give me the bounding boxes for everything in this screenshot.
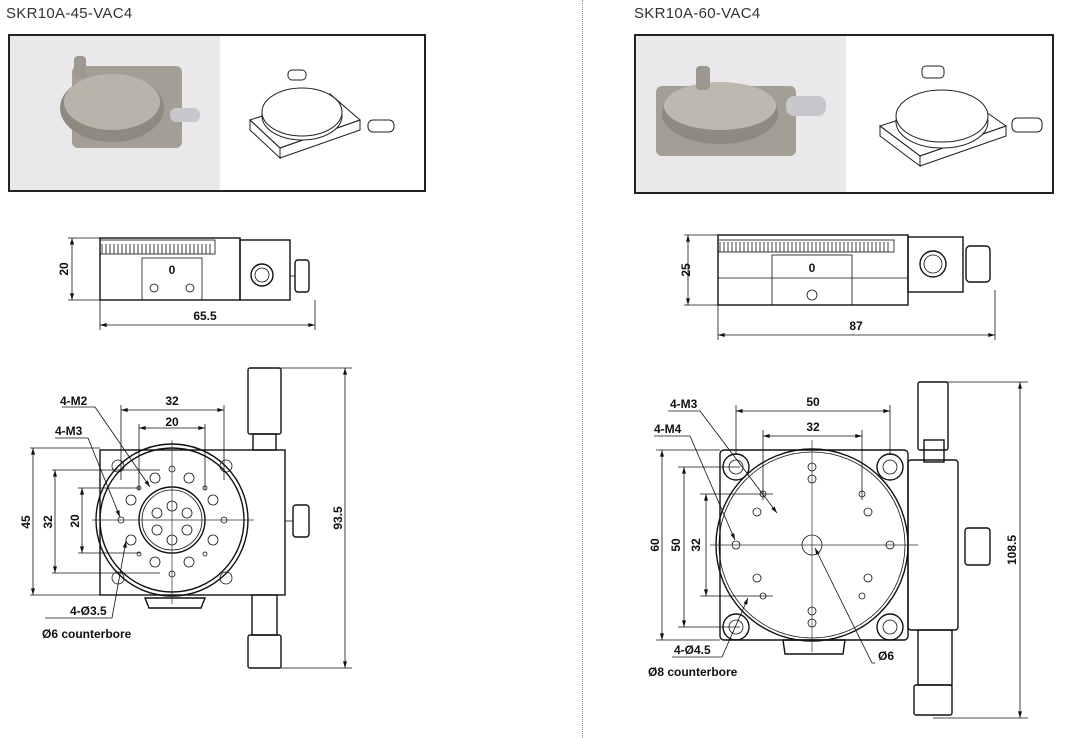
dim-outer-v-right: 50 [669, 538, 683, 552]
dim-outer-h-right: 50 [806, 395, 820, 409]
dim-body-left: 45 [19, 515, 33, 529]
dim-body-right: 60 [648, 538, 662, 552]
label-thread-inner-left: 4-M3 [55, 424, 83, 438]
label-thread-outer-right: 4-M3 [670, 397, 698, 411]
top-view-right: 60 50 32 50 32 108.5 4-M3 4-M4 4-Ø4.5 Ø8… [648, 381, 1028, 719]
product-line-drawing-right [846, 36, 1052, 192]
top-view-left: 45 32 20 32 20 93.5 4-M2 4-M3 4-Ø3.5 Ø6 … [19, 367, 352, 669]
product-title-left: SKR10A-45-VAC4 [6, 5, 133, 22]
column-divider [582, 0, 583, 738]
dim-width-left: 65.5 [193, 309, 217, 323]
product-photos-right [634, 34, 1054, 194]
label-thread-inner-right: 4-M4 [654, 422, 682, 436]
label-thread-outer-left: 4-M2 [60, 394, 88, 408]
scale-zero-label: 0 [809, 261, 816, 275]
label-hole-right: 4-Ø4.5 [674, 643, 711, 657]
product-title-right: SKR10A-60-VAC4 [634, 5, 761, 22]
dim-width-right: 87 [849, 319, 863, 333]
product-photos-left [8, 34, 426, 192]
label-counterbore-right: Ø8 counterbore [648, 665, 738, 679]
dim-height-right: 25 [679, 263, 693, 277]
dim-inner-h-left: 20 [165, 415, 179, 429]
product-photo-left [10, 36, 220, 190]
scale-zero-label: 0 [169, 263, 176, 277]
product-photo-right [636, 36, 846, 192]
dim-inner-v-right: 32 [689, 538, 703, 552]
dim-outer-h-left: 32 [165, 394, 179, 408]
dim-inner-h-right: 32 [806, 420, 820, 434]
product-line-drawing-left [220, 36, 424, 190]
dim-total-right: 108.5 [1005, 535, 1019, 565]
label-hole-left: 4-Ø3.5 [70, 604, 107, 618]
side-view-left: 0 20 65.5 [57, 237, 316, 330]
dim-outer-v-left: 32 [41, 515, 55, 529]
dim-inner-v-left: 20 [68, 514, 82, 528]
side-view-right: 0 25 87 [679, 234, 996, 340]
label-counterbore-left: Ø6 counterbore [42, 627, 132, 641]
dim-total-left: 93.5 [331, 506, 345, 530]
dim-height-left: 20 [57, 262, 71, 276]
label-center-hole-right: Ø6 [878, 649, 894, 663]
